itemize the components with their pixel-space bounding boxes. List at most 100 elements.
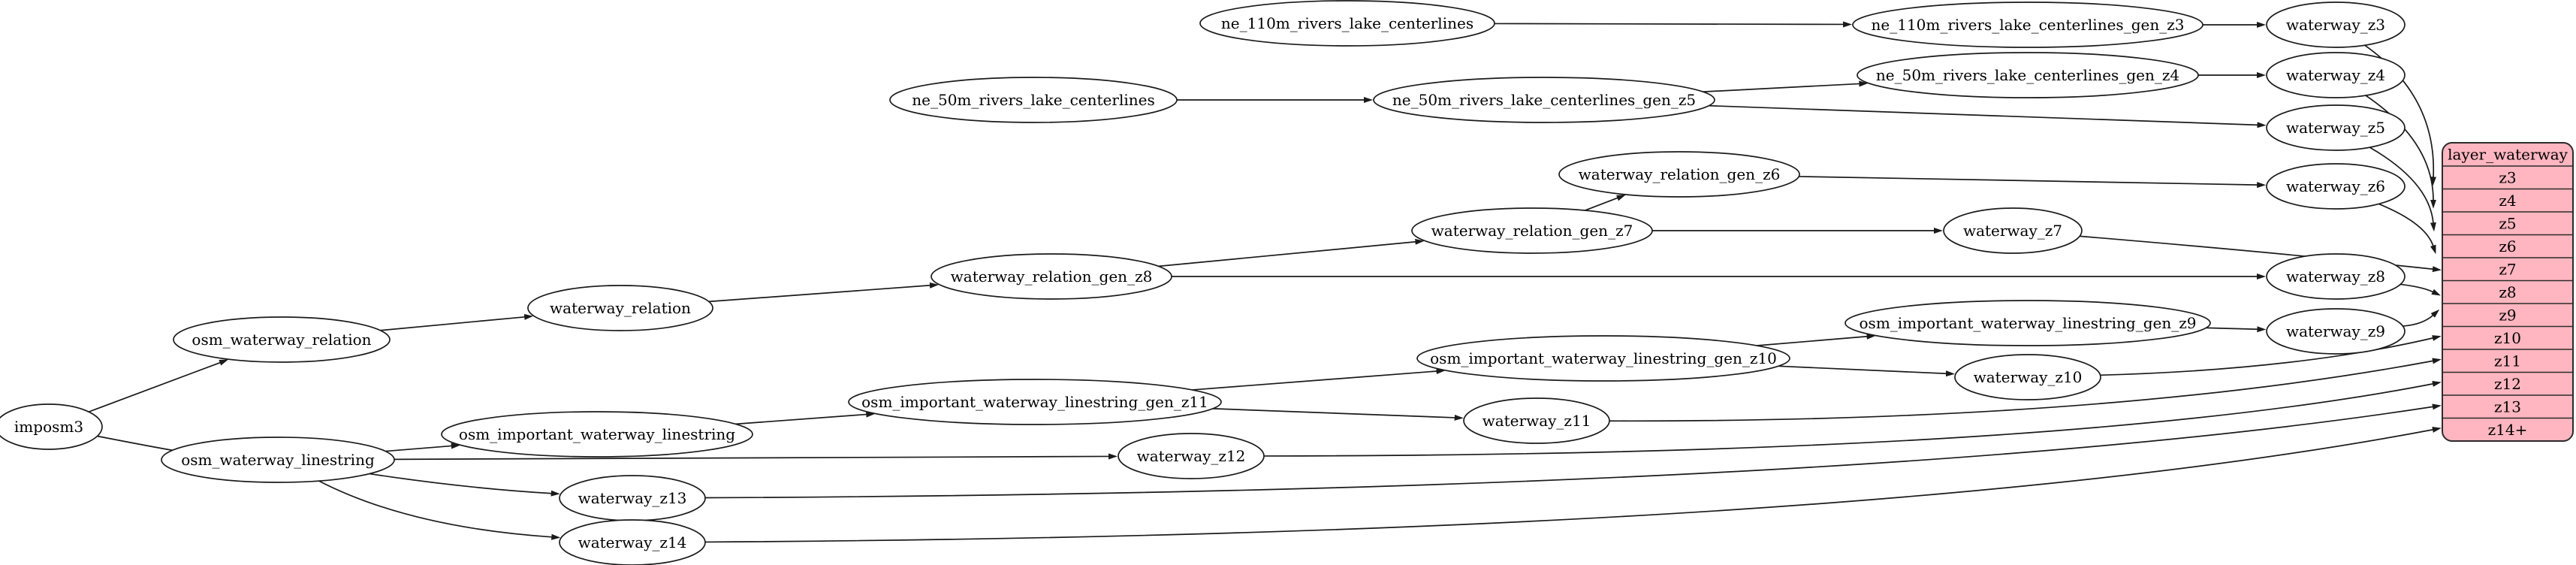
edge-waterway_z12-to-layer_waterway-z12 — [1263, 381, 2442, 457]
node-label-waterway_z3: waterway_z3 — [2286, 16, 2385, 34]
node-label-waterway_relation: waterway_relation — [550, 299, 691, 317]
node-waterway_z5: waterway_z5 — [2266, 104, 2406, 151]
node-ellipse-imposm3 — [0, 403, 103, 450]
edge-waterway_z9-to-layer_waterway-z9 — [2403, 309, 2440, 327]
node-label-waterway_z9: waterway_z9 — [2286, 322, 2385, 340]
edge-osm_important_waterway_linestring_gen_z11-to-osm_important_waterway_linestring_gen_z10 — [1192, 368, 1446, 391]
node-ellipse-waterway_relation — [527, 285, 713, 331]
node-waterway_z8: waterway_z8 — [2266, 253, 2406, 300]
edge-waterway_relation_gen_z6-to-waterway_z6 — [1799, 176, 2267, 189]
node-waterway_z10: waterway_z10 — [1954, 354, 2101, 400]
edge-layer — [88, 21, 2442, 543]
node-waterway_z13: waterway_z13 — [559, 475, 706, 521]
node-ne_110m_rivers_lake_centerlines: ne_110m_rivers_lake_centerlines — [1199, 0, 1495, 47]
edge-waterway_z8-to-layer_waterway-z8 — [2400, 283, 2441, 296]
edge-waterway_z11-to-layer_waterway-z11 — [1609, 358, 2442, 422]
edge-waterway_z4-to-layer_waterway-z4 — [2365, 95, 2436, 209]
edge-waterway_z10-to-layer_waterway-z10 — [2100, 335, 2442, 376]
edge-ne_110m_rivers_lake_centerlines-to-ne_110m_rivers_lake_centerlines_gen_z3 — [1494, 21, 1853, 28]
edge-osm_important_waterway_linestring_gen_z11-to-waterway_z11 — [1212, 408, 1464, 421]
node-waterway_z11: waterway_z11 — [1463, 397, 1610, 444]
edge-osm_waterway_linestring-to-waterway_z14 — [318, 480, 561, 540]
node-waterway_z3: waterway_z3 — [2266, 2, 2406, 48]
table-row-z10: z10 — [2494, 329, 2521, 347]
node-ellipse-waterway_z7 — [1943, 207, 2083, 254]
node-ellipse-waterway_z11 — [1463, 397, 1610, 444]
edge-osm_important_waterway_linestring_gen_z10-to-waterway_z10 — [1778, 365, 1955, 377]
node-waterway_z12: waterway_z12 — [1118, 433, 1265, 479]
node-ellipse-ne_50m_rivers_lake_centerlines_gen_z4 — [1857, 52, 2199, 98]
node-waterway_z4: waterway_z4 — [2266, 52, 2406, 98]
node-waterway_relation_gen_z7: waterway_relation_gen_z7 — [1411, 207, 1653, 254]
node-waterway_relation_gen_z8: waterway_relation_gen_z8 — [931, 253, 1172, 300]
table-row-z7: z7 — [2499, 260, 2516, 278]
node-ellipse-ne_110m_rivers_lake_centerlines — [1199, 0, 1495, 47]
table-title: layer_waterway — [2448, 146, 2568, 164]
node-label-ne_110m_rivers_lake_centerlines_gen_z3: ne_110m_rivers_lake_centerlines_gen_z3 — [1872, 16, 2185, 34]
node-ellipse-waterway_z5 — [2266, 104, 2406, 151]
table-row-z9: z9 — [2499, 306, 2516, 324]
node-imposm3: imposm3 — [0, 403, 103, 450]
node-label-waterway_z10: waterway_z10 — [1974, 368, 2083, 386]
node-ellipse-waterway_z10 — [1954, 354, 2101, 400]
node-ellipse-waterway_z4 — [2266, 52, 2406, 98]
edge-waterway_relation_gen_z7-to-waterway_relation_gen_z6 — [1585, 195, 1626, 211]
node-label-waterway_relation_gen_z6: waterway_relation_gen_z6 — [1579, 165, 1781, 183]
node-label-waterway_z13: waterway_z13 — [578, 489, 687, 507]
node-ne_50m_rivers_lake_centerlines_gen_z5: ne_50m_rivers_lake_centerlines_gen_z5 — [1373, 77, 1715, 123]
node-ellipse-ne_110m_rivers_lake_centerlines_gen_z3 — [1852, 2, 2203, 48]
table-row-z14plus: z14+ — [2488, 421, 2528, 439]
edge-osm_waterway_linestring-to-waterway_z12 — [394, 453, 1118, 461]
node-ellipse-osm_waterway_linestring — [161, 437, 395, 483]
node-ellipse-osm_important_waterway_linestring_gen_z11 — [848, 379, 1222, 425]
node-label-waterway_z6: waterway_z6 — [2286, 177, 2385, 195]
edge-waterway_z6-to-layer_waterway-z6 — [2378, 203, 2436, 255]
node-ellipse-waterway_z12 — [1118, 433, 1265, 479]
edge-osm_waterway_linestring-to-osm_important_waterway_linestring — [385, 443, 460, 452]
edge-imposm3-to-osm_waterway_linestring — [97, 435, 189, 455]
node-ellipse-waterway_relation_gen_z6 — [1558, 151, 1800, 198]
node-label-imposm3: imposm3 — [14, 418, 83, 436]
node-ellipse-osm_important_waterway_linestring — [441, 411, 753, 458]
edge-imposm3-to-osm_waterway_relation — [88, 359, 229, 412]
edge-waterway_z14-to-layer_waterway-z14plus — [704, 427, 2442, 543]
table-row-z8: z8 — [2499, 283, 2516, 301]
node-ellipse-waterway_relation_gen_z8 — [931, 253, 1172, 300]
node-ellipse-osm_waterway_relation — [173, 316, 391, 363]
node-osm_important_waterway_linestring_gen_z10: osm_important_waterway_linestring_gen_z1… — [1416, 335, 1790, 382]
node-label-waterway_z14: waterway_z14 — [578, 533, 687, 551]
node-label-osm_waterway_linestring: osm_waterway_linestring — [181, 451, 375, 469]
edge-waterway_z13-to-layer_waterway-z13 — [704, 403, 2442, 499]
node-ellipse-osm_important_waterway_linestring_gen_z9 — [1845, 300, 2211, 346]
table-background — [2442, 142, 2574, 442]
node-osm_important_waterway_linestring_gen_z11: osm_important_waterway_linestring_gen_z1… — [848, 379, 1222, 425]
edge-osm_important_waterway_linestring_gen_z10-to-osm_important_waterway_linestring_gen_z9 — [1757, 333, 1876, 346]
node-waterway_z6: waterway_z6 — [2266, 163, 2406, 210]
table-row-z6: z6 — [2499, 237, 2516, 255]
node-label-osm_important_waterway_linestring_gen_z9: osm_important_waterway_linestring_gen_z9 — [1860, 314, 2197, 332]
edge-waterway_z5-to-layer_waterway-z5 — [2369, 147, 2436, 232]
node-waterway_relation_gen_z6: waterway_relation_gen_z6 — [1558, 151, 1800, 198]
node-osm_important_waterway_linestring: osm_important_waterway_linestring — [441, 411, 753, 458]
node-label-osm_important_waterway_linestring_gen_z10: osm_important_waterway_linestring_gen_z1… — [1430, 349, 1777, 367]
node-label-osm_important_waterway_linestring_gen_z11: osm_important_waterway_linestring_gen_z1… — [861, 393, 1208, 411]
node-ellipse-waterway_z3 — [2266, 2, 2406, 48]
edge-waterway_relation_gen_z8-to-waterway_relation_gen_z7 — [1158, 238, 1425, 267]
node-label-ne_50m_rivers_lake_centerlines: ne_50m_rivers_lake_centerlines — [912, 91, 1154, 109]
node-label-waterway_z8: waterway_z8 — [2286, 267, 2385, 286]
node-waterway_z9: waterway_z9 — [2266, 308, 2406, 355]
node-label-waterway_z7: waterway_z7 — [1963, 222, 2062, 240]
node-label-ne_50m_rivers_lake_centerlines_gen_z4: ne_50m_rivers_lake_centerlines_gen_z4 — [1876, 66, 2179, 84]
node-osm_important_waterway_linestring_gen_z9: osm_important_waterway_linestring_gen_z9 — [1845, 300, 2211, 346]
table-row-z11: z11 — [2494, 352, 2521, 370]
node-label-waterway_relation_gen_z8: waterway_relation_gen_z8 — [951, 267, 1153, 286]
node-ellipse-waterway_z8 — [2266, 253, 2406, 300]
node-label-osm_important_waterway_linestring: osm_important_waterway_linestring — [459, 425, 735, 443]
node-label-waterway_z11: waterway_z11 — [1483, 412, 1591, 430]
node-label-ne_110m_rivers_lake_centerlines: ne_110m_rivers_lake_centerlines — [1221, 14, 1474, 32]
edge-ne_50m_rivers_lake_centerlines_gen_z5-to-waterway_z5 — [1709, 104, 2267, 128]
node-ne_50m_rivers_lake_centerlines: ne_50m_rivers_lake_centerlines — [889, 77, 1178, 123]
table-row-z5: z5 — [2499, 214, 2516, 232]
